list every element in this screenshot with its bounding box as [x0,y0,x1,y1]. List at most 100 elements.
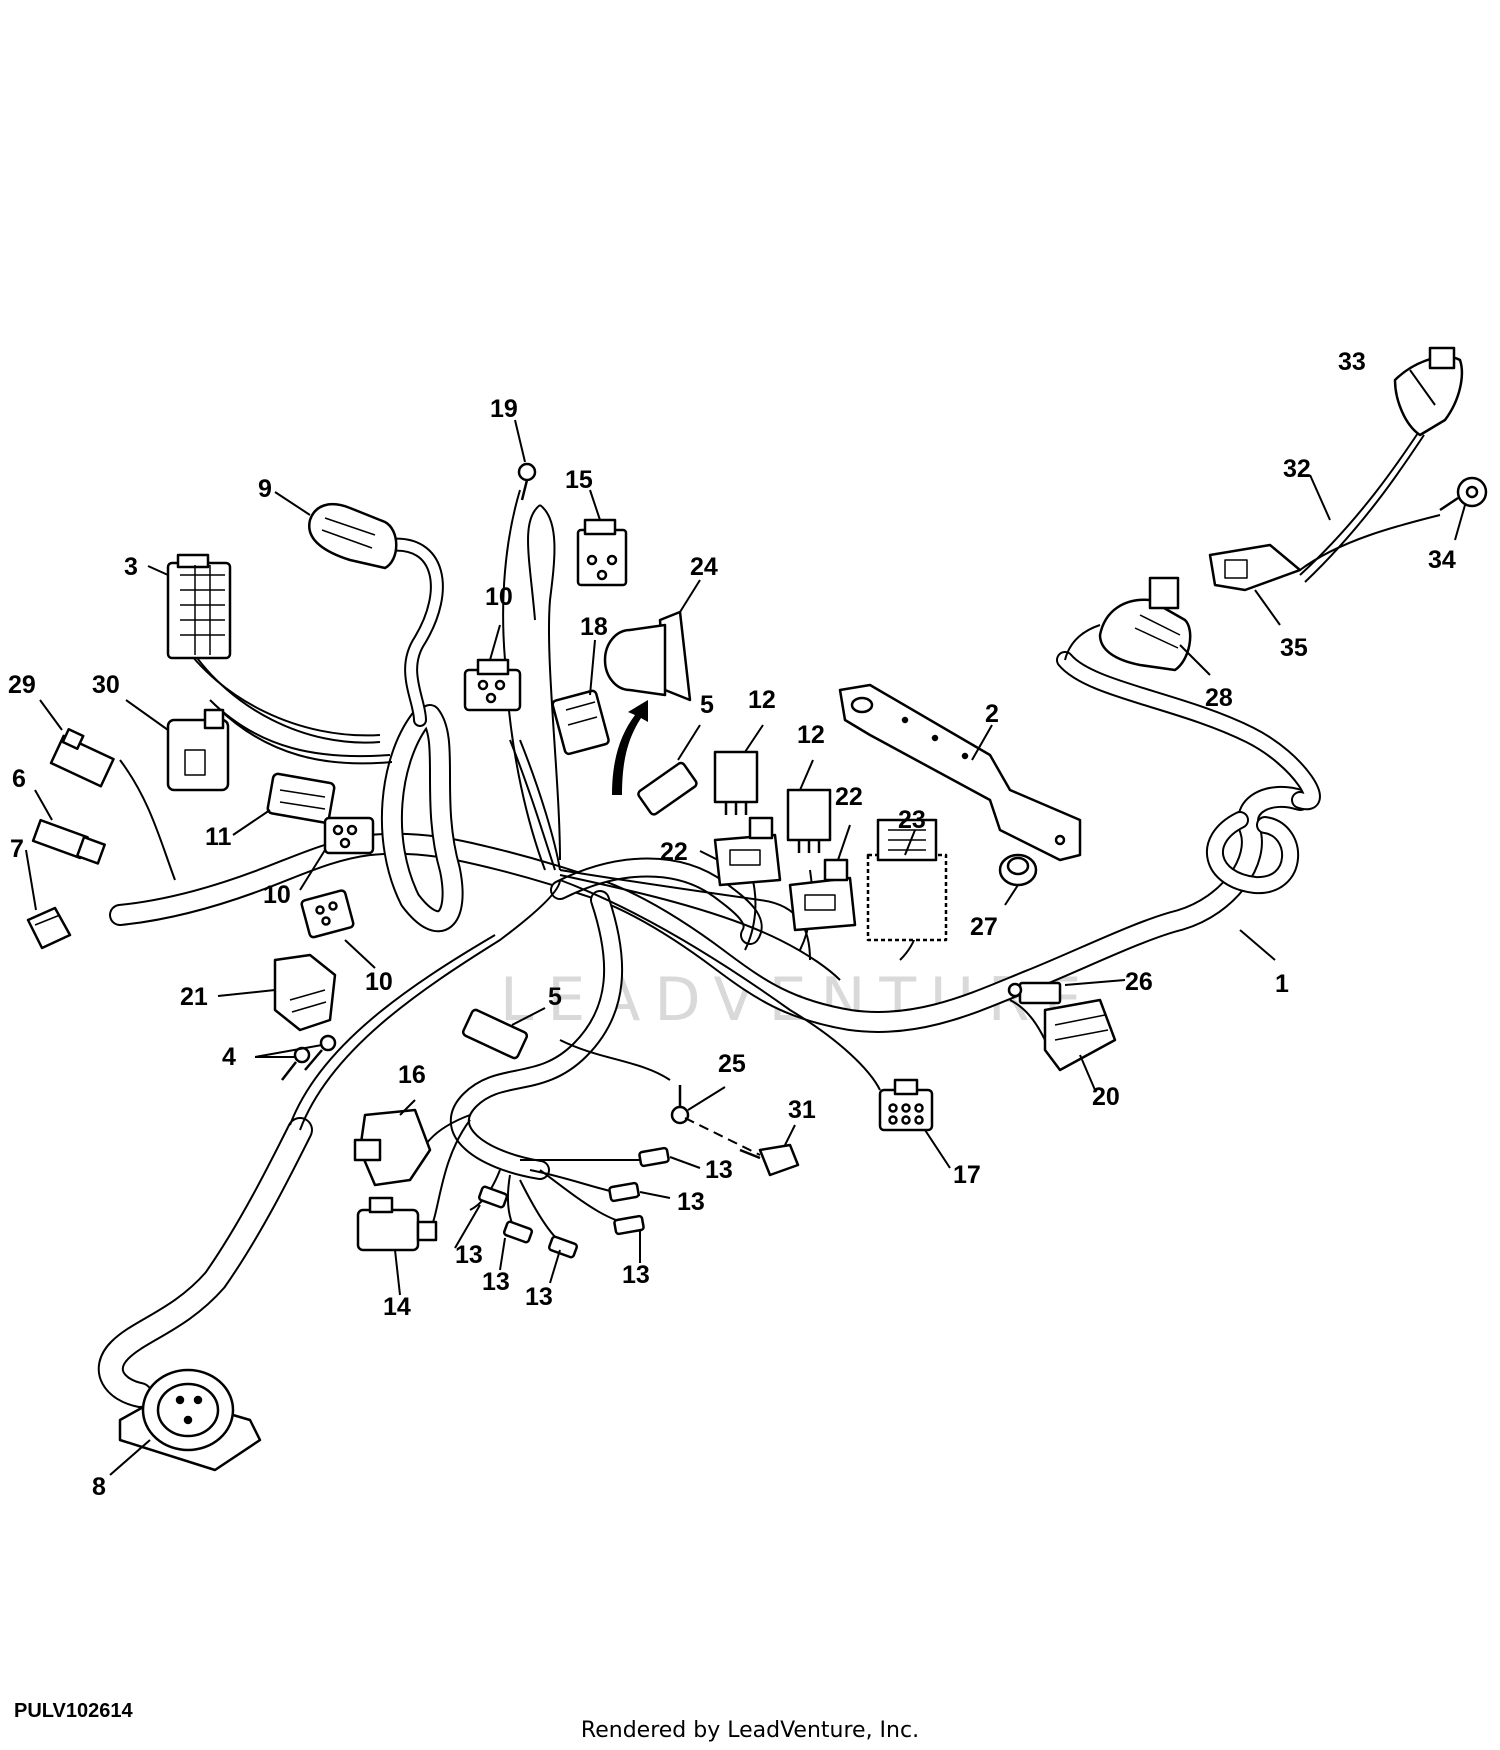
connector-16 [353,1108,432,1187]
wire [1299,429,1421,576]
wire [1304,434,1425,583]
ring-terminal-25 [670,1085,690,1125]
harness-branch-lower-inner [99,1119,311,1406]
wire [189,647,381,744]
switch-26 [1007,981,1062,1005]
wires [119,429,1441,1246]
callout-3: 3 [124,553,138,581]
connector-33 [1393,346,1464,437]
callout-8: 8 [92,1473,106,1501]
ring-terminals-4 [281,1034,337,1081]
harness-to-9-inner [385,539,442,725]
connector-20 [1043,998,1117,1072]
callout-20: 20 [1092,1083,1120,1111]
callout-21: 21 [180,983,208,1011]
callout-10-lower: 10 [365,968,393,996]
connector-21 [273,953,337,1032]
connector-6 [31,818,106,865]
wire [299,879,561,1131]
callout-1: 1 [1275,970,1289,998]
callout-27: 27 [970,913,998,941]
bracket-2 [838,683,1082,862]
wire [217,707,393,765]
callout-2: 2 [985,700,999,728]
wire [539,504,561,861]
callout-33: 33 [1338,348,1366,376]
harness-vertical-loop-inner [382,706,462,931]
connector-15 [576,518,628,587]
connector-30 [166,708,230,792]
connector-5-upper [637,761,698,816]
wire [119,759,176,881]
wire [519,739,561,871]
callout-19: 19 [490,395,518,423]
wire [1299,514,1441,571]
callout-23: 23 [898,806,926,834]
callout-12-left: 12 [748,686,776,714]
harness-branch-right-inner [1058,653,1319,809]
wire [1064,624,1101,661]
connector-14 [356,1196,438,1252]
callout-15: 15 [565,466,593,494]
callout-16: 16 [398,1061,426,1089]
connector-10-left [323,816,375,855]
callout-28: 28 [1205,684,1233,712]
callout-6: 6 [12,765,26,793]
callout-26: 26 [1125,968,1153,996]
callout-17: 17 [953,1161,981,1189]
wire [1009,999,1046,1041]
connector-10-top [463,658,522,712]
callout-13-b: 13 [677,1188,705,1216]
callout-35: 35 [1280,634,1308,662]
callout-24: 24 [690,553,718,581]
render-credit: Rendered by LeadVenture, Inc. [580,1718,920,1743]
wire [527,504,541,621]
connector-9 [307,503,398,570]
callout-11: 11 [205,823,232,851]
callout-4: 4 [222,1043,236,1071]
wire [289,934,496,1126]
callout-7: 7 [10,835,24,863]
ignition-switch-8 [118,1368,262,1472]
connector-17 [878,1078,934,1132]
relay-socket-22-right [788,858,857,932]
callout-10-left: 10 [263,881,291,909]
figure-id: PULV102614 [14,1700,133,1722]
wire [559,874,841,981]
wire [209,699,391,758]
wire [179,639,381,737]
harness-branch-relays-inner [552,859,761,943]
connector-5-lower [461,1008,529,1060]
wire [559,879,881,1091]
nut-27 [998,853,1038,887]
harness-loop-inner [1207,813,1297,893]
boot-24 [603,610,692,702]
wire [559,1039,671,1081]
callout-9: 9 [258,475,272,503]
connector-29 [49,728,115,788]
callout-12-right: 12 [797,721,825,749]
relay-12-right [786,788,832,853]
connector-3 [166,553,232,660]
bolt-31 [739,1143,800,1177]
connector-11 [266,772,336,824]
ring-terminal-34 [1439,476,1488,512]
callout-18: 18 [580,613,608,641]
callout-labels: 19 15 9 3 24 10 18 29 30 5 12 12 2 6 11 … [8,348,1456,1501]
callout-25: 25 [718,1050,746,1078]
leader-lines [25,369,1466,1476]
terminals-13 [477,1146,670,1259]
callout-31: 31 [788,1096,816,1124]
connector-35 [1208,543,1302,592]
callout-13-e: 13 [525,1283,553,1311]
ring-terminal-19 [517,462,537,501]
callout-13-c: 13 [455,1241,483,1269]
callout-30: 30 [92,671,120,699]
callout-13-d: 13 [482,1268,510,1296]
callout-5-lower: 5 [548,983,562,1011]
callout-34: 34 [1428,546,1456,574]
connector-7 [26,906,72,950]
relay-socket-22-left [713,816,782,887]
fuse-block-23 [866,818,948,942]
